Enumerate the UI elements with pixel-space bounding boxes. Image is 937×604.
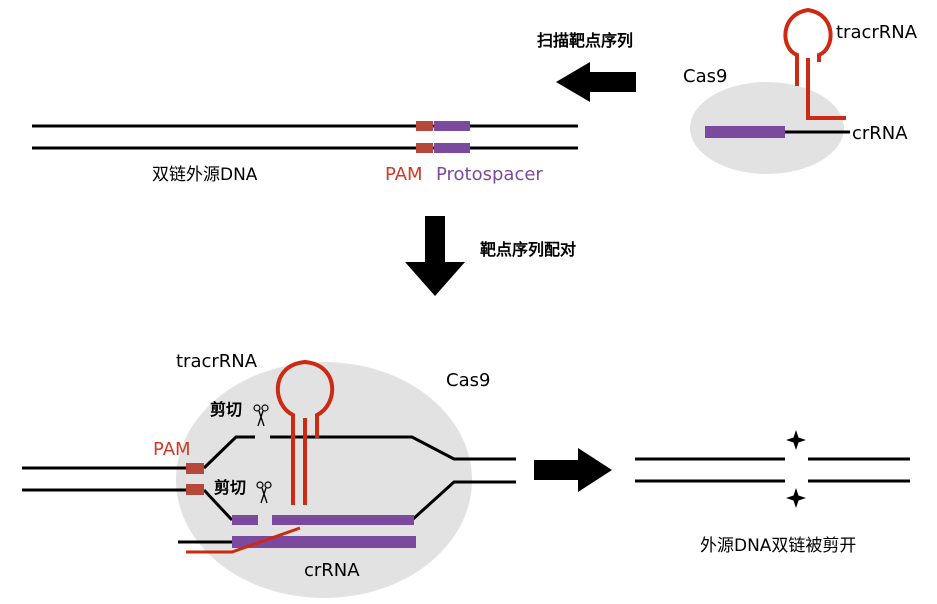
top-pam-box-upper <box>416 121 433 131</box>
bottom-pam-box-upper <box>186 463 204 474</box>
top-crrna-label: crRNA <box>852 123 908 144</box>
bottom-pam-box-lower <box>186 484 204 495</box>
top-protospacer-upper <box>434 121 470 131</box>
scissors-icon <box>253 404 269 427</box>
bottom-tracrrna-label: tracrRNA <box>176 351 258 372</box>
bottom-protospacer-left <box>232 515 258 525</box>
bottom-cas9-complex <box>22 359 516 598</box>
result-label: 外源DNA双链被剪开 <box>700 536 856 556</box>
pairing-arrow <box>405 216 465 296</box>
bottom-cas9-label: Cas9 <box>446 370 490 391</box>
scan-arrow <box>556 62 636 102</box>
bottom-protospacer-right <box>272 515 414 525</box>
cleaved-dna <box>635 457 910 483</box>
top-cas9-complex <box>690 7 850 174</box>
top-tracrrna-label: tracrRNA <box>836 22 918 43</box>
top-dna-label: 双链外源DNA <box>152 165 258 185</box>
scissors-icon <box>256 481 272 504</box>
cut-star-icon <box>786 430 806 450</box>
scan-label: 扫描靶点序列 <box>537 31 633 50</box>
top-crrna-spacer <box>705 126 785 138</box>
cut-label-upper: 剪切 <box>210 400 242 419</box>
cut-star-icon <box>786 488 806 508</box>
result-arrow <box>534 448 612 492</box>
top-pam-label: PAM <box>385 164 423 185</box>
top-protospacer-label: Protospacer <box>436 164 543 185</box>
top-pam-box-lower <box>416 143 433 153</box>
bottom-crrna-spacer <box>232 536 416 548</box>
cut-label-lower: 剪切 <box>214 478 246 497</box>
bottom-crrna-label: crRNA <box>304 560 360 581</box>
bottom-pam-label: PAM <box>153 439 191 460</box>
top-cas9-label: Cas9 <box>683 66 727 87</box>
top-dna <box>32 121 578 153</box>
top-protospacer-lower <box>434 143 470 153</box>
pairing-label: 靶点序列配对 <box>480 240 576 259</box>
